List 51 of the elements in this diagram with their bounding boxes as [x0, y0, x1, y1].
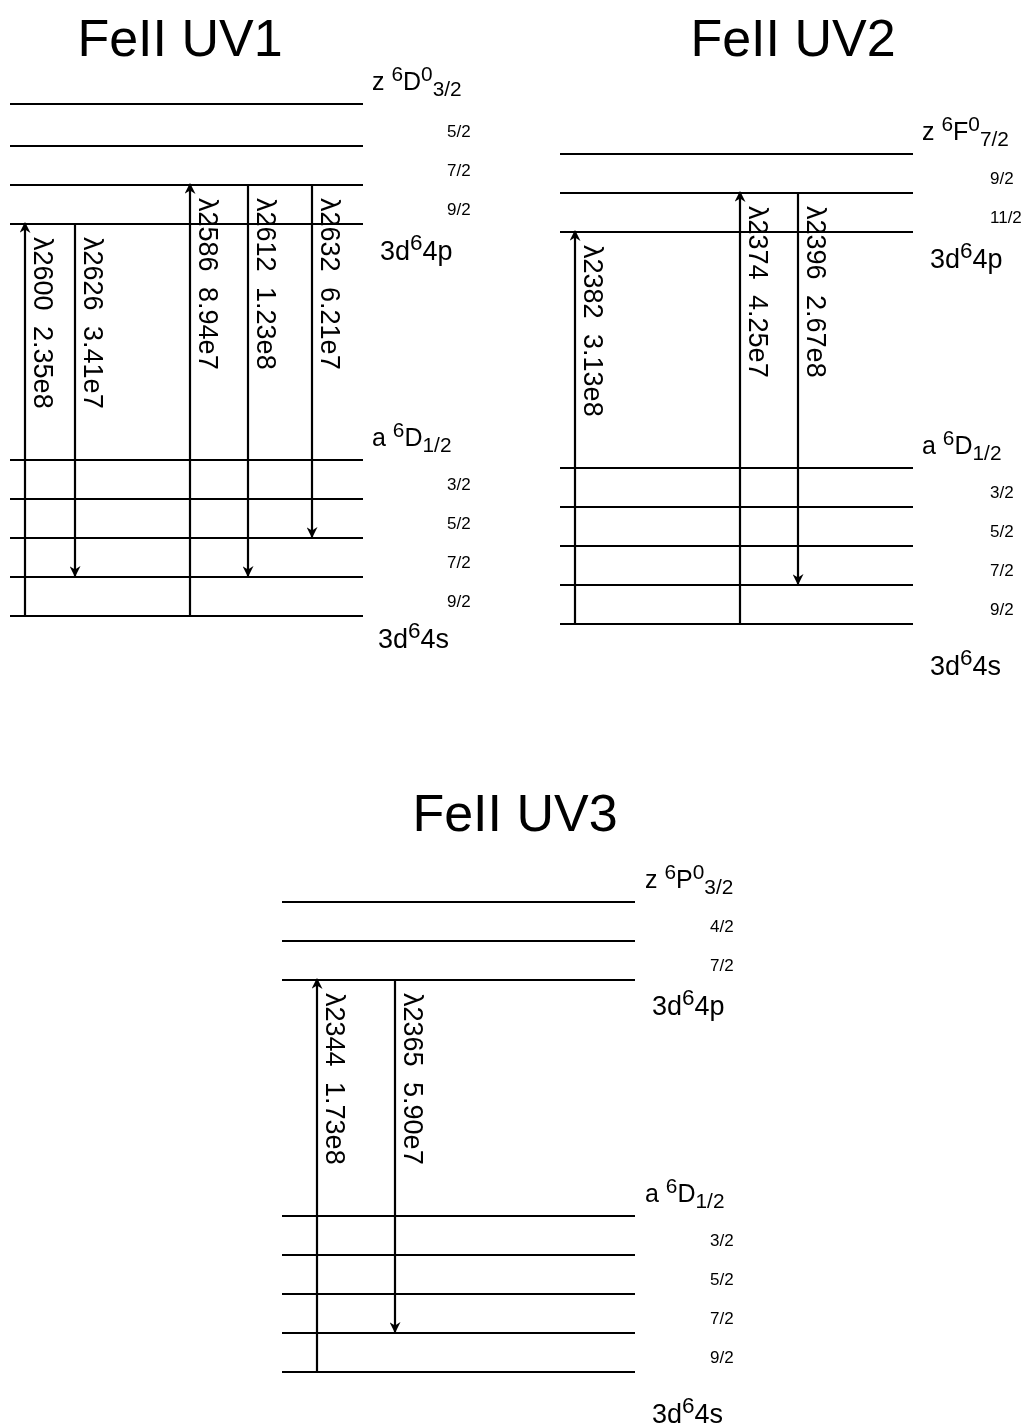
level-label: 7/2 [710, 1310, 734, 1327]
configuration-label: 3d$^{6}$4p [930, 240, 1003, 273]
edge-label: λ2632 6.21e7 [316, 198, 343, 370]
configuration-label: 3d$^{6}$4s [378, 620, 450, 653]
level-label: 7/2 [710, 957, 734, 974]
configuration-label: 3d$^{6}$4s [652, 1395, 724, 1425]
edge-label: λ2382 3.13e8 [579, 245, 606, 417]
level-label: 9/2 [990, 601, 1014, 618]
configuration-label: 3d$^{6}$4p [652, 987, 725, 1020]
level-label: a $^{6}$D$_{1/2}$ [922, 427, 1002, 464]
transition-arrow [311, 977, 323, 1371]
edge-label: λ2586 8.94e7 [194, 198, 221, 370]
edge-label: λ2396 2.67e8 [802, 206, 829, 378]
level-label: 5/2 [447, 515, 471, 532]
level-label: 3/2 [710, 1232, 734, 1249]
level-label: 9/2 [710, 1349, 734, 1366]
level-label: 9/2 [447, 201, 471, 218]
edge-label: λ2344 1.73e8 [321, 993, 348, 1165]
level-label: 7/2 [990, 562, 1014, 579]
level-label: 5/2 [710, 1271, 734, 1288]
panel-title: FeII UV3 [412, 787, 618, 839]
transition-arrow [184, 182, 196, 615]
edge-label: λ2365 5.90e7 [399, 993, 426, 1165]
configuration-label: 3d$^{6}$4p [380, 232, 453, 265]
transition-arrow [306, 184, 318, 539]
panel-title: FeII UV2 [690, 12, 896, 64]
level-label: 9/2 [447, 593, 471, 610]
transition-arrow [69, 223, 81, 578]
edge-label: λ2626 3.41e7 [79, 237, 106, 409]
level-label: a $^{6}$D$_{1/2}$ [372, 419, 452, 456]
transition-arrow [734, 190, 746, 623]
panel-title: FeII UV1 [77, 12, 283, 64]
transition-arrow [19, 221, 31, 615]
level-label: 5/2 [990, 523, 1014, 540]
level-label: 4/2 [710, 918, 734, 935]
level-label: 5/2 [447, 123, 471, 140]
level-label: 7/2 [447, 554, 471, 571]
edge-label: λ2612 1.23e8 [252, 198, 279, 370]
level-label: a $^{6}$D$_{1/2}$ [645, 1175, 725, 1212]
transition-arrow [242, 184, 254, 578]
configuration-label: 3d$^{6}$4s [930, 647, 1002, 680]
transition-arrow [389, 979, 401, 1334]
transition-arrow [569, 229, 581, 623]
level-label: 3/2 [447, 476, 471, 493]
edge-label: λ2374 4.25e7 [744, 206, 771, 378]
level-label: 9/2 [990, 170, 1014, 187]
level-label: 3/2 [990, 484, 1014, 501]
level-label: 7/2 [447, 162, 471, 179]
level-label: 11/2 [990, 209, 1022, 226]
edge-label: λ2600 2.35e8 [29, 237, 56, 409]
transition-arrow [792, 192, 804, 586]
